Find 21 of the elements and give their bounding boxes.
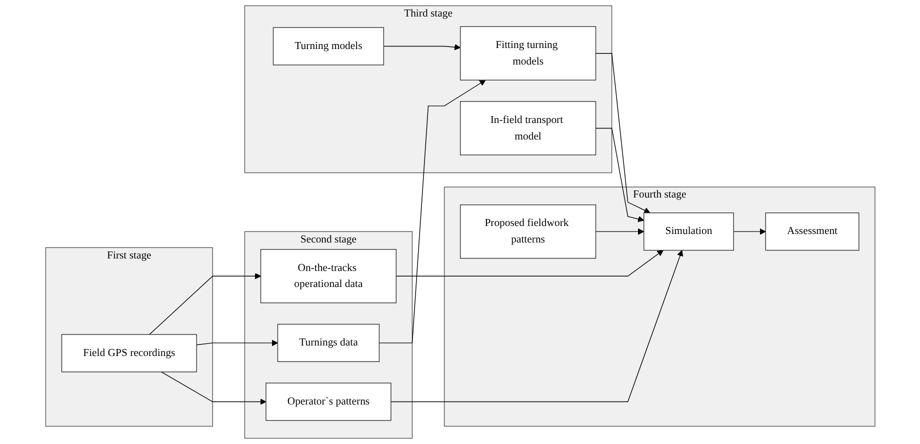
arrow bbox=[148, 272, 261, 335]
node-box: Operator`s patterns bbox=[265, 382, 391, 421]
node-box: Field GPS recordings bbox=[61, 334, 197, 372]
node-box: Simulation bbox=[643, 212, 734, 251]
node-box: Assessment bbox=[764, 212, 859, 251]
arrow bbox=[382, 44, 460, 50]
arrow bbox=[595, 53, 650, 214]
node-box: In-field transport model bbox=[460, 101, 596, 156]
node-box: Fitting turning models bbox=[460, 26, 596, 80]
node-box: Proposed fieldwork patterns bbox=[460, 204, 596, 259]
node-box: Turnings data bbox=[277, 324, 380, 362]
arrow bbox=[378, 80, 486, 344]
node-box: Turning models bbox=[272, 27, 384, 66]
node-box: On-the-tracks operational data bbox=[260, 249, 396, 304]
arrow bbox=[395, 250, 664, 276]
arrow bbox=[595, 128, 644, 222]
arrow bbox=[595, 228, 644, 235]
arrow bbox=[196, 340, 278, 346]
arrow bbox=[160, 372, 266, 405]
arrow bbox=[732, 228, 766, 235]
arrow bbox=[390, 250, 683, 402]
